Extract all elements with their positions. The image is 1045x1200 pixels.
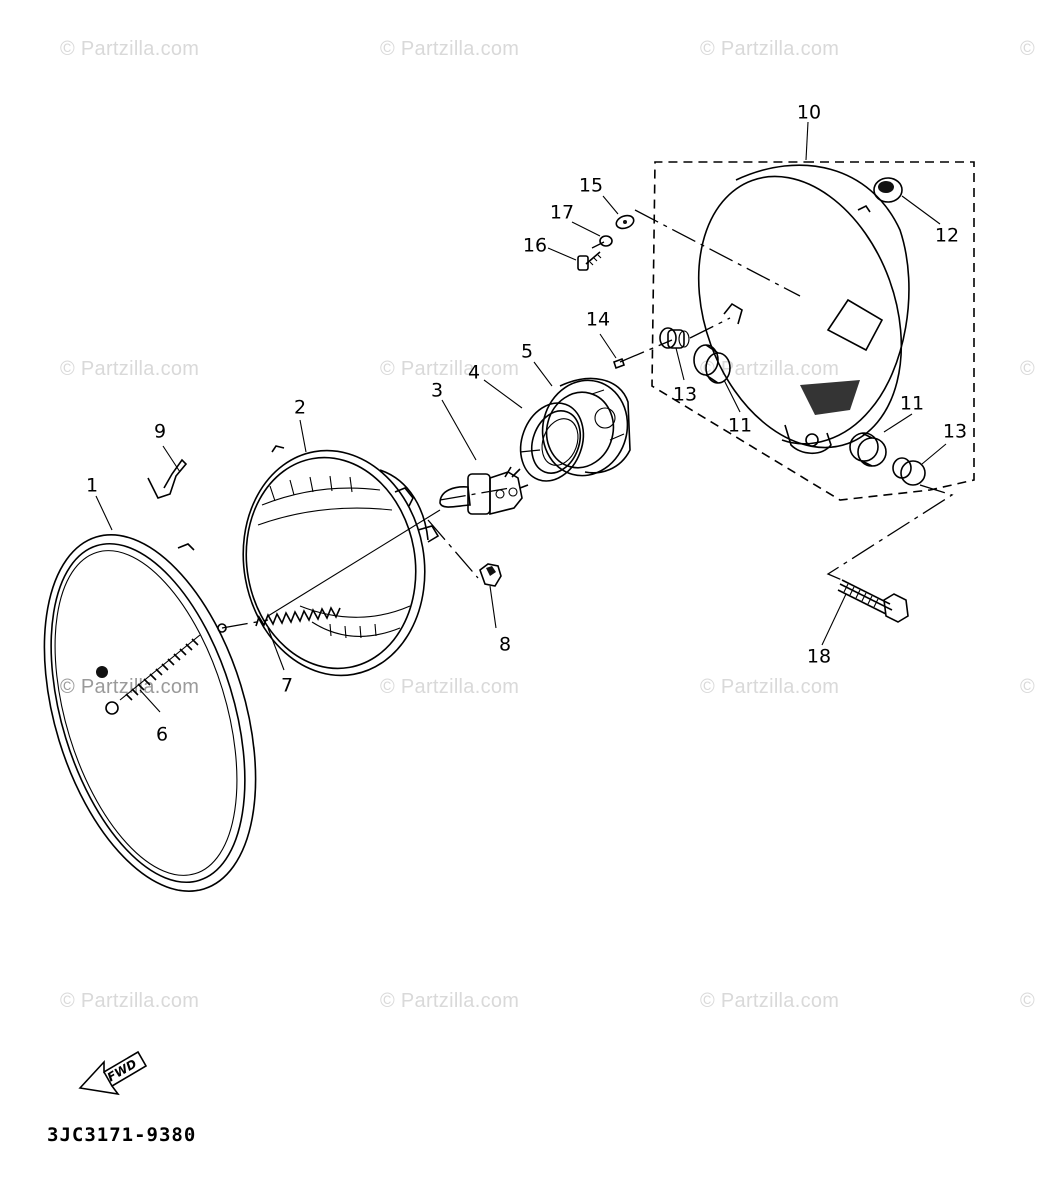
bolt-part	[837, 579, 909, 623]
watermark: © Partzilla.com	[700, 38, 840, 60]
callout-6: 6	[156, 724, 168, 746]
callout-18: 18	[807, 646, 831, 668]
watermark: © Partzilla.com	[60, 38, 200, 60]
collar-part	[892, 457, 926, 486]
callout-12: 12	[935, 225, 959, 247]
callout-7: 7	[281, 675, 293, 697]
damper-part	[849, 432, 887, 467]
collar-part	[659, 327, 690, 349]
assembly-center-lines	[221, 209, 954, 629]
watermark: © Partzilla.com	[60, 358, 200, 380]
callout-5: 5	[521, 341, 533, 363]
spring-part	[255, 606, 341, 627]
grommet-part	[873, 177, 903, 203]
headlight-bulb-part	[439, 466, 529, 516]
callout-16: 16	[523, 235, 547, 257]
watermark: ©	[1020, 38, 1036, 60]
diagram-code: 3JC3171-9380	[47, 1124, 197, 1146]
screw-part	[612, 357, 626, 370]
callout-numbers: 1 2 3 4 5 6 7 8 9 10 11 11 12 13 13 14 1…	[86, 102, 967, 746]
callout-4: 4	[468, 362, 480, 384]
watermark: © Partzilla.com	[60, 676, 200, 698]
housing-group-outline	[651, 161, 975, 501]
socket-ring-part	[519, 402, 585, 482]
callout-15: 15	[579, 175, 603, 197]
callout-9: 9	[154, 421, 166, 443]
callout-14: 14	[586, 309, 610, 331]
watermark: ©	[1020, 676, 1036, 698]
washer-part	[615, 214, 635, 230]
callout-11a: 11	[728, 415, 752, 437]
watermark: © Partzilla.com	[380, 38, 520, 60]
watermark: © Partzilla.com	[380, 676, 520, 698]
callout-3: 3	[431, 380, 443, 402]
headlight-lens-unit-part	[242, 445, 440, 677]
callout-10: 10	[797, 102, 821, 124]
watermark: © Partzilla.com	[700, 676, 840, 698]
watermark: © Partzilla.com	[700, 990, 840, 1012]
watermark: © Partzilla.com	[380, 358, 520, 380]
clip-part	[479, 563, 502, 587]
headlight-rim-part	[43, 534, 257, 892]
callout-13a: 13	[673, 384, 697, 406]
fwd-arrow-icon: FWD	[78, 1050, 148, 1096]
headlight-housing-part	[697, 164, 910, 455]
callout-11b: 11	[900, 393, 924, 415]
spring-clip-part	[147, 458, 188, 499]
adjusting-screw-part	[105, 634, 201, 715]
callout-1: 1	[86, 475, 98, 497]
watermark: © Partzilla.com	[60, 990, 200, 1012]
bolt-part	[577, 251, 602, 271]
callout-13b: 13	[943, 421, 967, 443]
bulb-cover-part	[541, 377, 631, 477]
callout-2: 2	[294, 397, 306, 419]
watermark: ©	[1020, 358, 1036, 380]
callout-17: 17	[550, 202, 574, 224]
damper-part	[693, 344, 731, 384]
watermark: © Partzilla.com	[700, 358, 840, 380]
callout-8: 8	[499, 634, 511, 656]
watermark: ©	[1020, 990, 1036, 1012]
watermark: © Partzilla.com	[380, 990, 520, 1012]
callout-leaders	[95, 121, 947, 713]
washer-part	[599, 235, 613, 247]
